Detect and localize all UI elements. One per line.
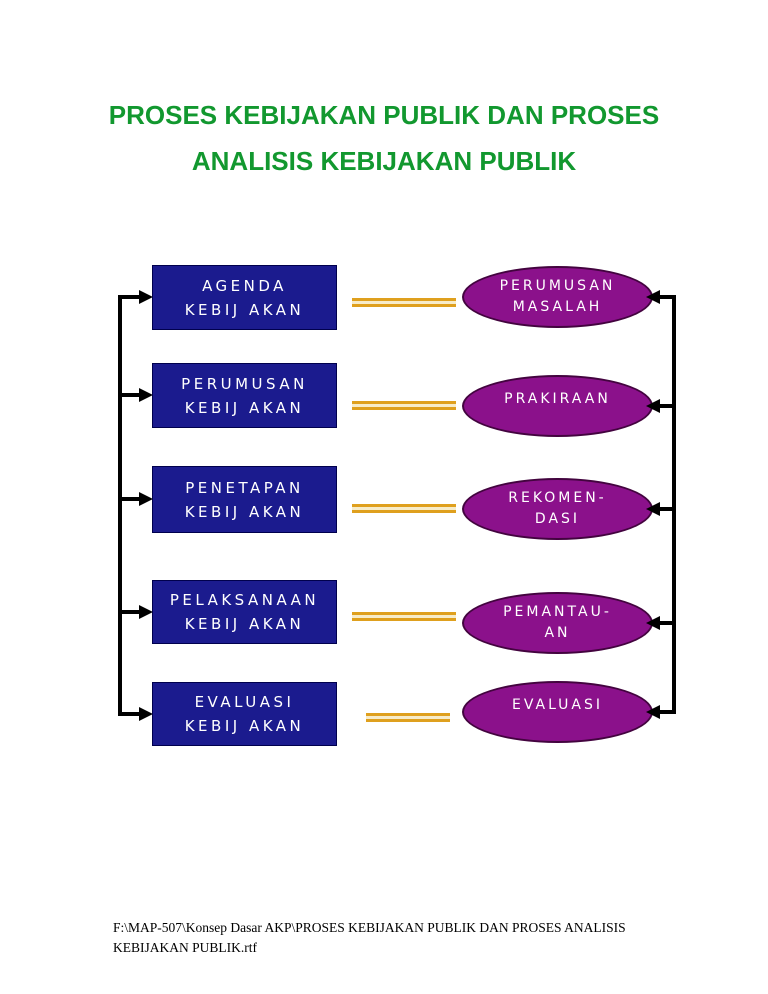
box-label: KEBIJ AKAN bbox=[184, 300, 305, 319]
arrow-into-ellipse-2-icon bbox=[646, 399, 660, 413]
ellipse-label: DASI bbox=[534, 511, 581, 527]
arrow-into-ellipse-4-icon bbox=[646, 616, 660, 630]
file-path-line1: F:\MAP-507\Konsep Dasar AKP\PROSES KEBIJ… bbox=[113, 920, 626, 935]
right-branch-5 bbox=[659, 710, 676, 714]
right-branch-2 bbox=[659, 404, 676, 408]
box-label: KEBIJ AKAN bbox=[184, 398, 305, 417]
arrow-into-box-5-icon bbox=[139, 707, 153, 721]
ellipse-label: PRAKIRAAN bbox=[504, 390, 611, 407]
ellipse-label: PERUMUSAN bbox=[499, 278, 616, 294]
arrow-into-box-4-icon bbox=[139, 605, 153, 619]
box-label: KEBIJ AKAN bbox=[184, 502, 305, 521]
box-penetapan-kebijakan: PENETAPAN KEBIJ AKAN bbox=[152, 466, 337, 533]
page-title-line1: PROSES KEBIJAKAN PUBLIK DAN PROSES bbox=[108, 100, 660, 130]
left-branch-1 bbox=[119, 295, 141, 299]
connector-row-5 bbox=[366, 713, 450, 722]
box-label: PERUMUSAN bbox=[181, 374, 308, 393]
connector-row-1 bbox=[352, 298, 456, 307]
arrow-into-ellipse-3-icon bbox=[646, 502, 660, 516]
box-label: AGENDA bbox=[202, 276, 287, 295]
box-label: EVALUASI bbox=[194, 693, 295, 711]
connector-row-2 bbox=[352, 401, 456, 410]
arrow-into-box-1-icon bbox=[139, 290, 153, 304]
ellipse-label: REKOMEN- bbox=[508, 490, 607, 506]
left-branch-5 bbox=[119, 712, 141, 716]
arrow-into-ellipse-1-icon bbox=[646, 290, 660, 304]
box-agenda-kebijakan: AGENDA KEBIJ AKAN bbox=[152, 265, 337, 330]
right-branch-1 bbox=[659, 295, 676, 299]
box-evaluasi-kebijakan: EVALUASI KEBIJ AKAN bbox=[152, 682, 337, 746]
page-title: PROSES KEBIJAKAN PUBLIK DAN PROSES ANALI… bbox=[0, 92, 768, 184]
page-title-line2: ANALISIS KEBIJAKAN PUBLIK bbox=[191, 146, 577, 176]
left-branch-2 bbox=[119, 393, 141, 397]
box-label: KEBIJ AKAN bbox=[184, 717, 305, 735]
box-label: PELAKSANAAN bbox=[169, 591, 320, 609]
ellipse-pemantauan: PEMANTAU- AN bbox=[462, 592, 653, 654]
file-path-footer: F:\MAP-507\Konsep Dasar AKP\PROSES KEBIJ… bbox=[113, 918, 693, 957]
right-flow-line bbox=[672, 295, 676, 714]
file-path-line2: KEBIJAKAN PUBLIK.rtf bbox=[113, 939, 257, 955]
ellipse-perumusan-masalah: PERUMUSAN MASALAH bbox=[462, 266, 653, 328]
ellipse-label: MASALAH bbox=[512, 299, 603, 315]
ellipse-evaluasi: EVALUASI bbox=[462, 681, 653, 743]
connector-row-4 bbox=[352, 612, 456, 621]
ellipse-label: EVALUASI bbox=[511, 696, 604, 713]
left-branch-3 bbox=[119, 497, 141, 501]
ellipse-rekomendasi: REKOMEN- DASI bbox=[462, 478, 653, 540]
right-branch-4 bbox=[659, 621, 676, 625]
connector-row-3 bbox=[352, 504, 456, 513]
arrow-into-box-3-icon bbox=[139, 492, 153, 506]
right-branch-3 bbox=[659, 507, 676, 511]
box-perumusan-kebijakan: PERUMUSAN KEBIJ AKAN bbox=[152, 363, 337, 428]
ellipse-label: AN bbox=[544, 625, 571, 641]
arrow-into-ellipse-5-icon bbox=[646, 705, 660, 719]
box-label: KEBIJ AKAN bbox=[184, 615, 305, 633]
ellipse-label: PEMANTAU- bbox=[503, 604, 612, 620]
box-pelaksanaan-kebijakan: PELAKSANAAN KEBIJ AKAN bbox=[152, 580, 337, 644]
left-flow-line bbox=[118, 295, 122, 716]
box-label: PENETAPAN bbox=[185, 478, 304, 497]
arrow-into-box-2-icon bbox=[139, 388, 153, 402]
left-branch-4 bbox=[119, 610, 141, 614]
ellipse-prakiraan: PRAKIRAAN bbox=[462, 375, 653, 437]
